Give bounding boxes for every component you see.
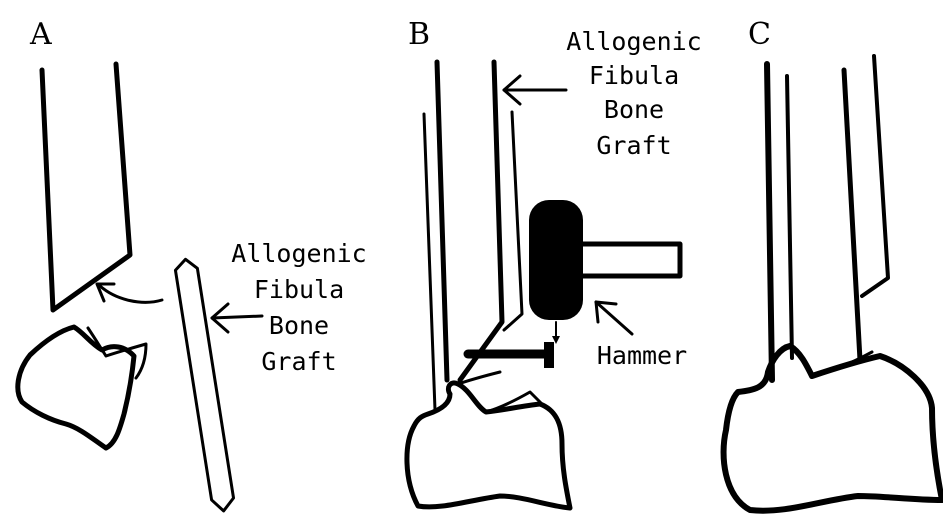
panel-b-tibia-left-wall: [437, 62, 447, 380]
panel-a-fragment-edge: [88, 328, 146, 378]
panel-c-tibia-right-wall: [844, 70, 860, 360]
impactor-plate: [544, 342, 554, 368]
panel-a-fibula-graft: [175, 257, 235, 513]
panel-b: B Allogenic Fibula Bone Graft Hammer: [407, 17, 702, 508]
panel-c-tibia-left-wall: [767, 64, 772, 380]
panel-b-letter: B: [408, 17, 430, 52]
panel-b-hammer-label: Hammer: [597, 341, 687, 370]
panel-a-label-arrow: [212, 316, 262, 318]
panel-b-hammer-arrow: [596, 302, 632, 334]
panel-b-graft-line-1: Allogenic: [566, 27, 701, 56]
hammer-head: [529, 200, 583, 320]
panel-a-graft-line-1: Allogenic: [231, 239, 366, 268]
panel-b-distal-fragment: [407, 383, 570, 508]
panel-a-tibia-shaft: [42, 64, 130, 310]
panel-b-graft-line-4: Graft: [596, 131, 671, 160]
panel-b-tibia-right-wall: [460, 62, 502, 380]
panel-a-letter: A: [29, 17, 52, 52]
panel-b-graft-left-wall: [424, 114, 435, 410]
hammer-handle: [583, 244, 680, 276]
panel-a-reduction-arrow: [100, 286, 162, 302]
panel-a-graft-line-3: Bone: [269, 311, 329, 340]
panel-b-graft-line-2: Fibula: [589, 61, 679, 90]
panel-a-graft-line-4: Graft: [261, 347, 336, 376]
panel-c-letter: C: [748, 17, 771, 52]
panel-b-graft-line-3: Bone: [604, 95, 664, 124]
panel-c-graft-right-wall: [862, 56, 888, 296]
panel-c-graft-left-wall: [787, 76, 792, 358]
panel-b-graft-right-wall: [504, 112, 522, 330]
panel-c: C: [724, 17, 942, 511]
panel-a: A Allogenic Fibula Bone Graft: [18, 17, 367, 513]
panel-a-distal-fragment: [18, 327, 134, 448]
panel-a-graft-line-2: Fibula: [254, 275, 344, 304]
